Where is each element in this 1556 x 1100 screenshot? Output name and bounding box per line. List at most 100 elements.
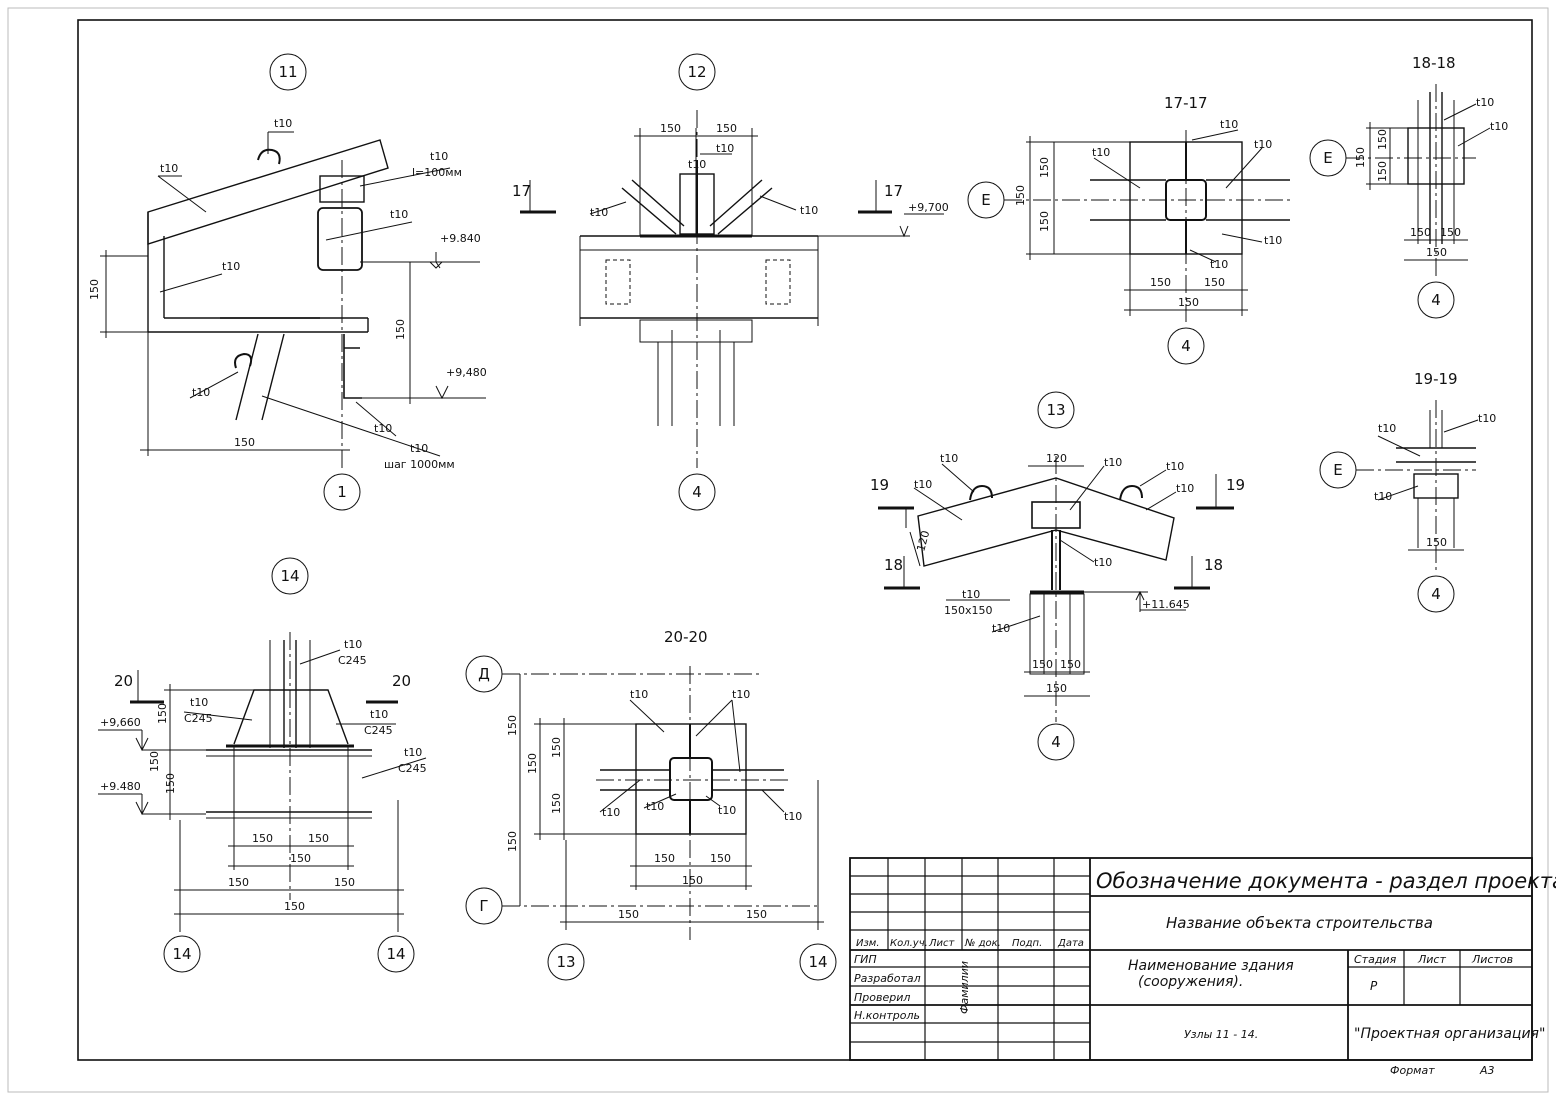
col-data: Дата — [1057, 938, 1084, 949]
node-14-dim-9: 150 — [284, 900, 305, 913]
section-19-19-plate-1: t10 — [1378, 422, 1396, 435]
node-11-plate-5: t10 — [222, 260, 240, 273]
sheets-label: Листов — [1471, 953, 1513, 966]
col-list: Лист — [928, 938, 956, 949]
node-11-label: 11 — [278, 63, 297, 81]
section-20-20-dim-10: 150 — [746, 908, 767, 921]
node-13-plate-1: t10 — [940, 452, 958, 465]
stage-value: Р — [1370, 979, 1378, 993]
section-18-18-dim-6: 150 — [1426, 246, 1447, 259]
section-19-19-plate-2: t10 — [1478, 412, 1496, 425]
outer-trim — [7, 7, 1549, 1093]
doc-designation: Обозначение документа - раздел проекта — [1096, 869, 1556, 893]
section-20-20-plate-5: t10 — [718, 804, 736, 817]
section-20-20-plate-2: t10 — [732, 688, 750, 701]
format-label: Формат — [1390, 1064, 1435, 1077]
building-name-line-2: (сооружения). — [1138, 974, 1243, 990]
node-14-axis-right: 14 — [386, 945, 405, 963]
node-14-dim-6: 150 — [290, 852, 311, 865]
node-11-plate-6: t10 — [192, 386, 210, 399]
section-20-20-title: 20-20 — [664, 628, 708, 646]
section-20-20-dim-1: 150 — [506, 715, 519, 736]
surnames-label: Фамилии — [958, 961, 971, 1014]
node-14-section-right: 20 — [392, 672, 411, 690]
node-14-steel-1: C245 — [338, 654, 367, 667]
node-11-plate-2: t10 — [160, 162, 178, 175]
section-18-18: 18-18 Е 4 150 150 150 150 150 150 t10 t1… — [1309, 54, 1508, 319]
node-14-plate-2: t10 — [190, 696, 208, 709]
node-13-section-18-left: 18 — [884, 556, 903, 574]
node-14-plate-4: t10 — [404, 746, 422, 759]
section-17-17-axis-4: 4 — [1181, 337, 1191, 355]
section-17-17-dim-2: 150 — [1038, 211, 1051, 232]
node-12-section-left: 17 — [512, 182, 531, 200]
node-13-dim-2: 120 — [914, 529, 932, 553]
drawing-frame — [77, 19, 1533, 1061]
organization-name: "Проектная организация" — [1354, 1026, 1545, 1042]
node-13-plate-4: t10 — [1166, 460, 1184, 473]
node-12-plate-2: t10 — [716, 142, 734, 155]
node-14-dim-3: 150 — [164, 773, 177, 794]
node-11-pitch: шаг 1000мм — [384, 458, 455, 471]
node-12-axis: 4 — [692, 483, 702, 501]
section-18-18-dim-1: 150 — [1376, 129, 1389, 150]
node-11-plate-7: t10 — [374, 422, 392, 435]
section-19-19-title: 19-19 — [1414, 370, 1458, 388]
section-17-17-dim-4: 150 — [1150, 276, 1171, 289]
section-20-20-plate-6: t10 — [784, 810, 802, 823]
section-17-17-title: 17-17 — [1164, 94, 1208, 112]
section-19-19-plate-3: t10 — [1374, 490, 1392, 503]
section-20-20-dim-8: 150 — [682, 874, 703, 887]
node-14-mark-1: +9,660 — [100, 716, 141, 729]
building-name-line-1: Наименование здания — [1128, 958, 1294, 974]
section-20-20-plate-1: t10 — [630, 688, 648, 701]
node-11-mark-2: +9,480 — [446, 366, 487, 379]
section-17-17-dim-6: 150 — [1178, 296, 1199, 309]
section-20-20-axis-13: 13 — [556, 953, 575, 971]
role-developed: Разработал — [854, 972, 921, 985]
section-17-17-plate-1: t10 — [1220, 118, 1238, 131]
node-14-axis-left: 14 — [172, 945, 191, 963]
section-17-17-dim-5: 150 — [1204, 276, 1225, 289]
node-11-axis: 1 — [337, 483, 347, 501]
node-13-dim-1: 120 — [1046, 452, 1067, 465]
node-12-dim-1: 150 — [660, 122, 681, 135]
section-17-17-plate-3: t10 — [1254, 138, 1272, 151]
sheet-label: Лист — [1417, 953, 1446, 966]
node-14-dim-8: 150 — [334, 876, 355, 889]
node-13-dim-3: 150 — [1032, 658, 1053, 671]
stage-label: Стадия — [1354, 953, 1397, 966]
node-11-dim-3: 150 — [394, 319, 407, 340]
node-11: 11 1 150 150 150 +9.840 — [88, 53, 487, 511]
node-11-dim-2: 150 — [234, 436, 255, 449]
node-11-plate-3: t10 — [430, 150, 448, 163]
section-20-20-axis-d: Д — [478, 665, 490, 683]
section-20-20-dim-4: 150 — [550, 737, 563, 758]
node-12: 12 17 17 150 150 4 +9,700 — [512, 53, 949, 511]
node-13-plate-5: t10 — [1176, 482, 1194, 495]
node-13-plate-size: 150x150 — [944, 604, 993, 617]
section-18-18-axis-e: Е — [1323, 149, 1332, 167]
node-14-dim-1: 150 — [156, 703, 169, 724]
col-izm: Изм. — [856, 938, 880, 949]
section-18-18-plate-2: t10 — [1490, 120, 1508, 133]
section-17-17-dim-3: 150 — [1014, 185, 1027, 206]
object-name: Название объекта строительства — [1166, 914, 1433, 932]
node-11-mark-1: +9.840 — [440, 232, 481, 245]
role-norm-control: Н.контроль — [854, 1009, 920, 1022]
node-13-plate-3: t10 — [1104, 456, 1122, 469]
node-12-label: 12 — [687, 63, 706, 81]
section-20-20-plate-3: t10 — [602, 806, 620, 819]
node-13-plate-2: t10 — [914, 478, 932, 491]
node-13-label: 13 — [1046, 401, 1065, 419]
section-19-19: 19-19 Е 4 150 t10 t10 t10 — [1319, 370, 1496, 613]
node-13-plate-7: t10 — [962, 588, 980, 601]
format-value: А3 — [1479, 1064, 1495, 1077]
section-17-17-plate-5: t10 — [1210, 258, 1228, 271]
sheet-title: Узлы 11 - 14. — [1184, 1028, 1258, 1041]
node-14-label: 14 — [280, 567, 299, 585]
role-checked: Проверил — [854, 991, 910, 1004]
node-13-dim-5: 150 — [1046, 682, 1067, 695]
node-12-mark: +9,700 — [908, 201, 949, 214]
node-14-dim-5: 150 — [308, 832, 329, 845]
